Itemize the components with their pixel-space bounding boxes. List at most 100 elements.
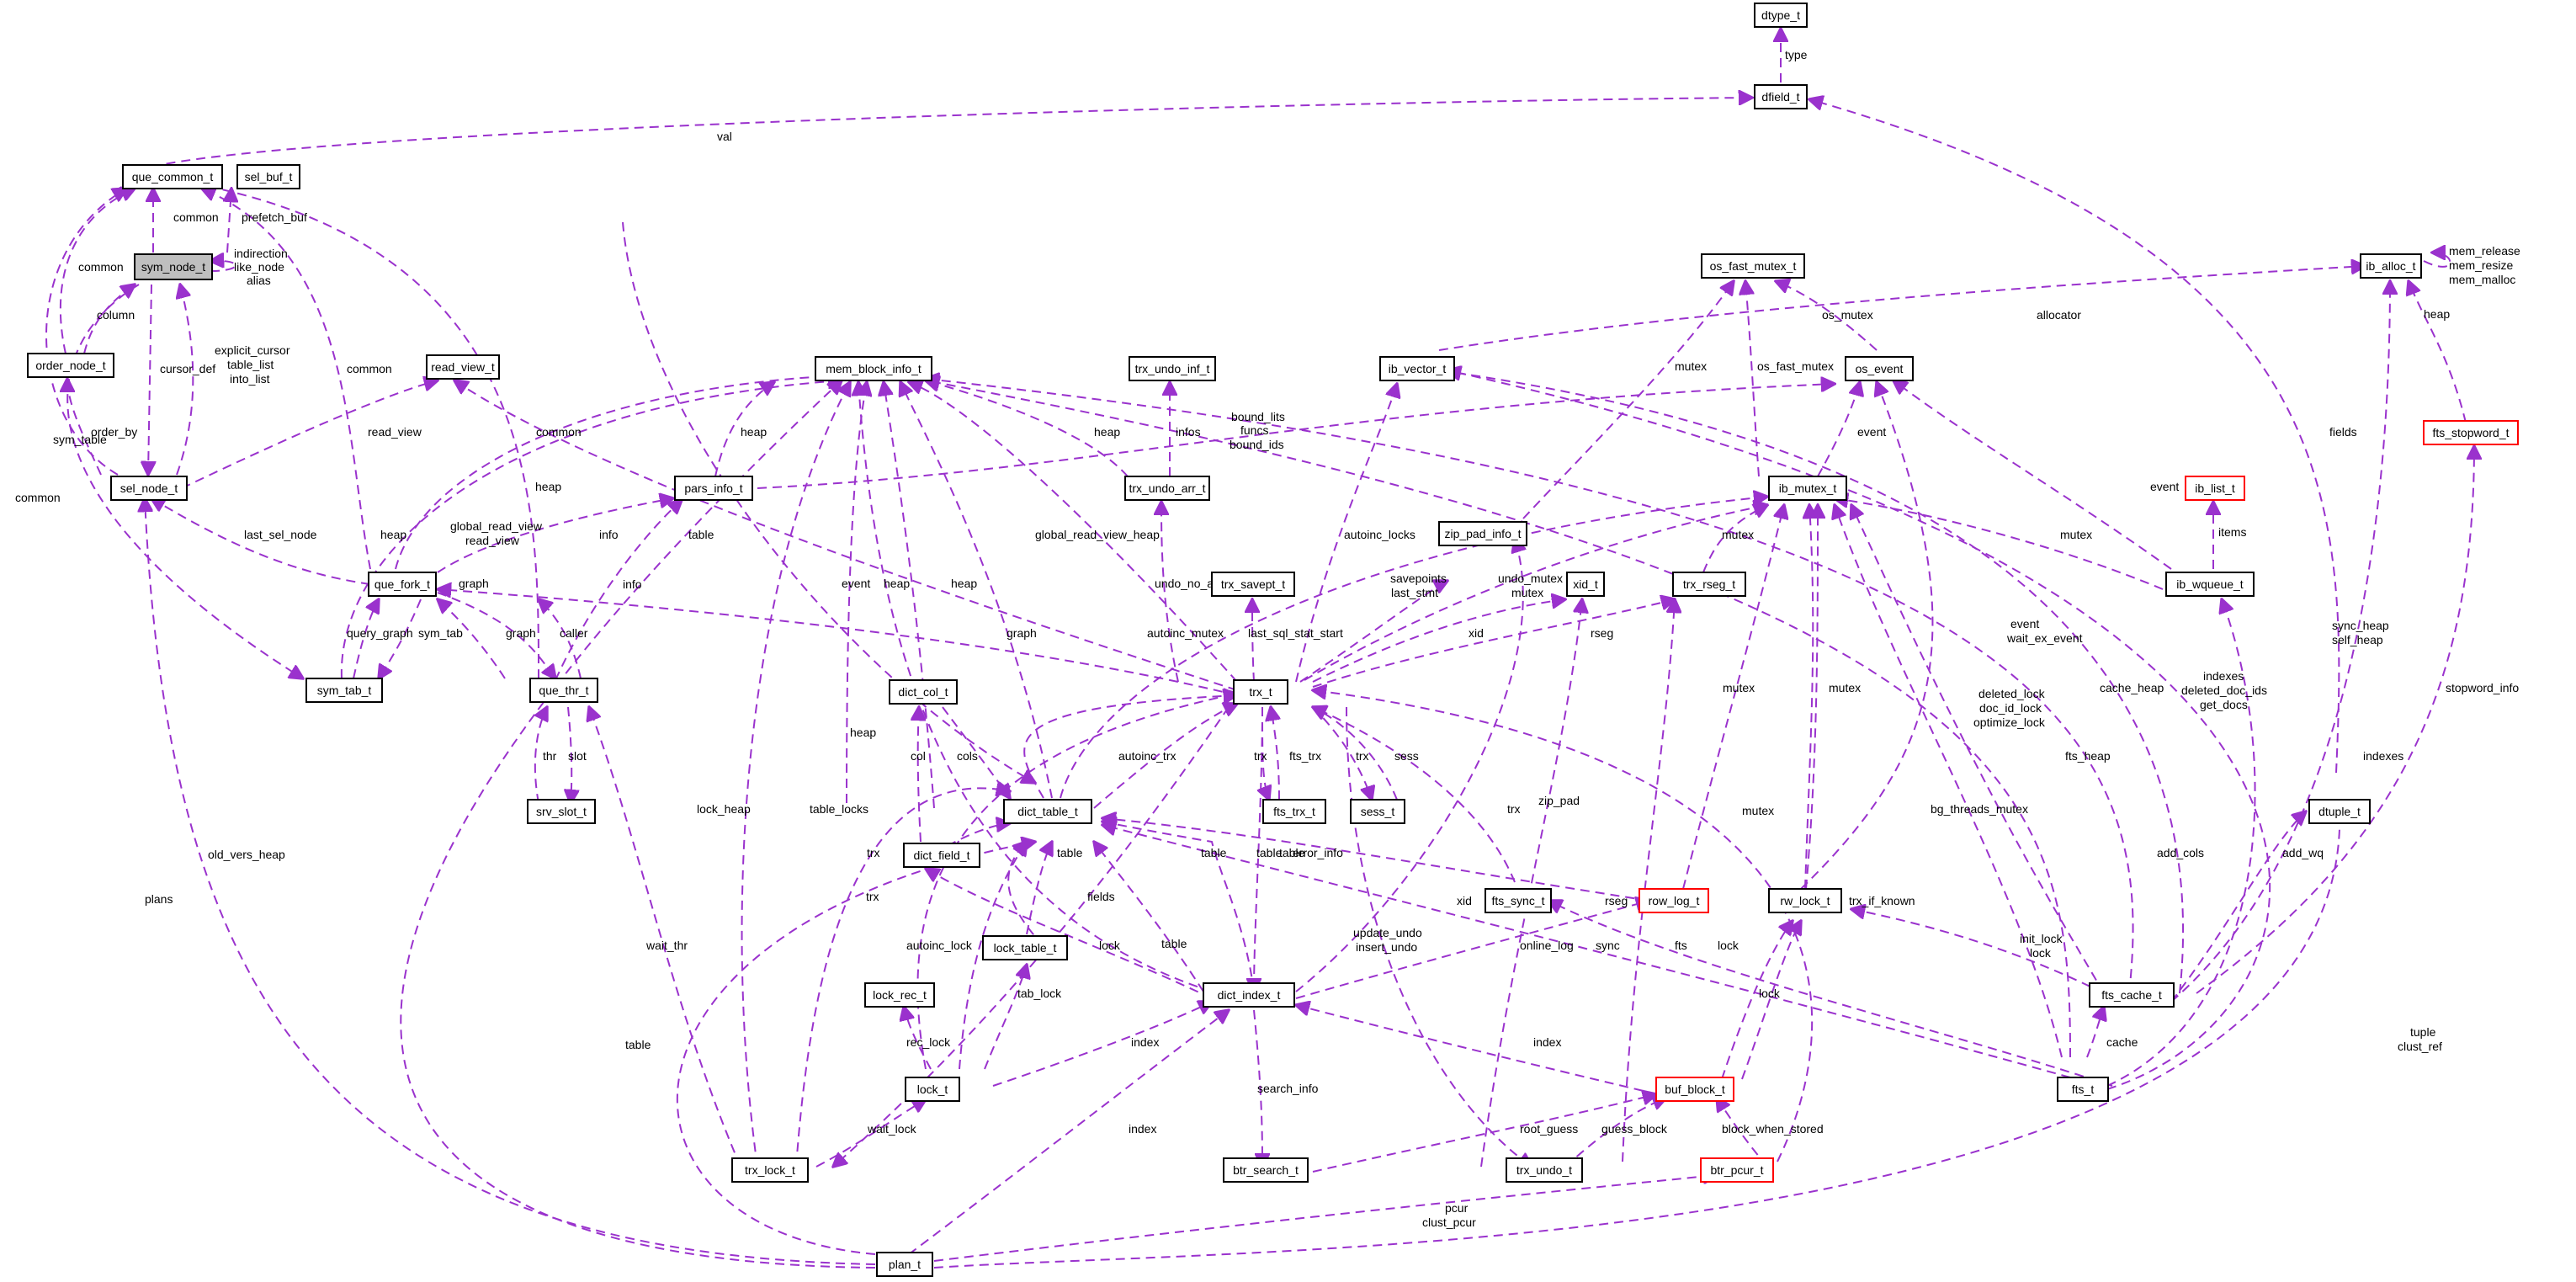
edge-table-index: [1102, 822, 1255, 992]
edge-label-read-view-sel: read_view: [368, 425, 422, 439]
node-os-fast-mutex[interactable]: os_fast_mutex_t: [1701, 253, 1805, 279]
node-dtype[interactable]: dtype_t: [1754, 3, 1808, 28]
node-mem-block-info[interactable]: mem_block_info_t: [815, 356, 932, 381]
node-trx-lock[interactable]: trx_lock_t: [731, 1157, 809, 1183]
edge-table-index2: [1094, 842, 1204, 992]
edge-add-cols: [2170, 811, 2306, 1003]
node-que-fork[interactable]: que_fork_t: [368, 572, 437, 597]
edge-label-global-read-view-heap: global_read_view_heap: [1035, 528, 1160, 541]
node-sel-node[interactable]: sel_node_t: [110, 476, 188, 501]
edge-label-clust-pcur: clust_pcur: [1422, 1216, 1476, 1229]
node-sel-buf[interactable]: sel_buf_t: [236, 164, 300, 189]
node-label: btr_search_t: [1233, 1163, 1299, 1177]
edge-heap-trx1: [884, 382, 935, 809]
node-sym-node[interactable]: sym_node_t: [134, 253, 213, 280]
node-label: btr_pcur_t: [1710, 1163, 1763, 1177]
edge-label-undo-no-arr: undo_no_arr: [1155, 577, 1222, 590]
edge-column: [83, 285, 135, 354]
edge-label-table-locks: table_locks: [810, 802, 868, 816]
edge-lock-heap: [741, 382, 850, 1168]
edge-label-event-wait: event: [2010, 617, 2039, 630]
node-que-common[interactable]: que_common_t: [122, 164, 223, 189]
edge-label-infos: infos: [1176, 425, 1201, 439]
edge-cols: [942, 706, 1010, 798]
node-srv-slot[interactable]: srv_slot_t: [527, 799, 596, 824]
edge-label-heap-symtab: heap: [380, 528, 406, 541]
node-ib-vector[interactable]: ib_vector_t: [1379, 356, 1455, 381]
edge-rseg: [1312, 599, 1675, 688]
node-lock[interactable]: lock_t: [905, 1077, 960, 1102]
edge-undo-no-arr: [1161, 502, 1179, 683]
edge-cache-heap: [926, 379, 2134, 994]
node-zip-pad-info[interactable]: zip_pad_info_t: [1438, 521, 1527, 546]
edge-mutex-fast: [1522, 281, 1734, 519]
node-pars-info[interactable]: pars_info_t: [674, 476, 753, 501]
edge-label-table-index: table: [1161, 937, 1187, 950]
node-xid[interactable]: xid_t: [1566, 572, 1605, 597]
edge-col: [918, 707, 921, 843]
node-os-event[interactable]: os_event: [1845, 356, 1914, 381]
node-label: pars_info_t: [684, 481, 742, 495]
node-dict-table[interactable]: dict_table_t: [1003, 799, 1092, 824]
node-label: plan_t: [889, 1258, 921, 1271]
node-read-view[interactable]: read_view_t: [426, 354, 500, 380]
node-ib-wqueue[interactable]: ib_wqueue_t: [2165, 572, 2255, 597]
node-dict-col[interactable]: dict_col_t: [889, 679, 958, 705]
node-label: dict_table_t: [1017, 805, 1078, 818]
node-dfield[interactable]: dfield_t: [1754, 84, 1808, 109]
node-ib-list[interactable]: ib_list_t: [2185, 476, 2245, 501]
edge-label-self-heap: self_heap: [2332, 633, 2383, 646]
node-row-log[interactable]: row_log_t: [1639, 888, 1709, 913]
edge-last-sql-stat: [1252, 599, 1254, 683]
edge-label-info-thr: info: [623, 577, 642, 591]
edge-label-indirection: indirection: [234, 247, 288, 260]
node-fts[interactable]: fts_t: [2057, 1077, 2109, 1102]
node-trx-undo-arr[interactable]: trx_undo_arr_t: [1124, 476, 1210, 501]
node-fts-trx[interactable]: fts_trx_t: [1262, 799, 1326, 824]
node-trx-undo[interactable]: trx_undo_t: [1506, 1157, 1583, 1183]
node-que-thr[interactable]: que_thr_t: [529, 678, 598, 703]
node-fts-cache[interactable]: fts_cache_t: [2089, 982, 2175, 1008]
edge-label-autoinc-mutex: autoinc_mutex: [1147, 626, 1224, 640]
edge-label-type: type: [1785, 48, 1808, 61]
node-btr-pcur[interactable]: btr_pcur_t: [1700, 1157, 1774, 1183]
edge-xid: [1312, 599, 1565, 683]
edge-label-lock-dindex: lock: [1099, 939, 1121, 952]
edge-read-view-sel: [181, 380, 438, 489]
node-buf-block[interactable]: buf_block_t: [1655, 1077, 1734, 1102]
node-label: ib_alloc_t: [2366, 259, 2415, 273]
node-fts-stopword[interactable]: fts_stopword_t: [2423, 420, 2519, 445]
node-plan[interactable]: plan_t: [876, 1252, 933, 1277]
edge-label-index-lock: index: [1131, 1035, 1159, 1049]
edge-label-optimize-lock: optimize_lock: [1973, 715, 2046, 729]
node-label: trx_undo_t: [1516, 1163, 1572, 1177]
node-dtuple[interactable]: dtuple_t: [2308, 799, 2371, 824]
node-label: dtuple_t: [2318, 805, 2361, 818]
node-trx-undo-inf[interactable]: trx_undo_inf_t: [1129, 356, 1216, 381]
edge-caller: [539, 599, 582, 679]
node-btr-search[interactable]: btr_search_t: [1223, 1157, 1309, 1183]
node-order-node[interactable]: order_node_t: [27, 353, 114, 378]
edge-table-sym: [622, 221, 1035, 783]
node-lock-rec[interactable]: lock_rec_t: [864, 982, 935, 1008]
node-rw-lock[interactable]: rw_lock_t: [1768, 888, 1842, 913]
edge-label-fields-index: fields: [1087, 890, 1115, 903]
edge-prefetch-buf: [227, 189, 231, 253]
edge-label-autoinc-trx: autoinc_trx: [1118, 749, 1176, 763]
node-ib-mutex[interactable]: ib_mutex_t: [1768, 476, 1847, 501]
edge-ib-alloc-self: [2423, 253, 2451, 268]
node-trx-savept[interactable]: trx_savept_t: [1211, 572, 1295, 597]
edge-label-graph-trx: graph: [1006, 626, 1037, 640]
node-sess[interactable]: sess_t: [1350, 799, 1405, 824]
edge-label-trx-if-known: trx_if_known: [1849, 894, 1915, 907]
edge-autoinc-mutex: [1060, 497, 1767, 799]
edge-label-mutex-fast: mutex: [1675, 359, 1707, 373]
node-dict-field[interactable]: dict_field_t: [903, 843, 980, 868]
node-sym-tab[interactable]: sym_tab_t: [305, 678, 383, 703]
node-fts-sync[interactable]: fts_sync_t: [1485, 888, 1552, 913]
node-dict-index[interactable]: dict_index_t: [1203, 982, 1295, 1008]
node-trx-rseg[interactable]: trx_rseg_t: [1672, 572, 1746, 597]
node-ib-alloc[interactable]: ib_alloc_t: [2360, 253, 2422, 279]
node-trx[interactable]: trx_t: [1233, 679, 1288, 705]
node-lock-table[interactable]: lock_table_t: [982, 935, 1068, 960]
